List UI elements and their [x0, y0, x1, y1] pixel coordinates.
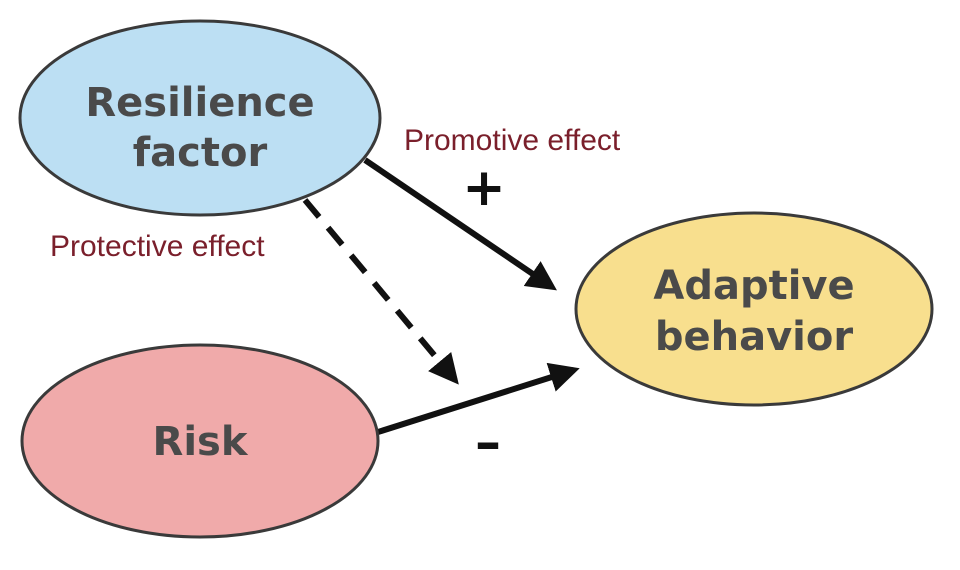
adaptive-behavior-label-line2: behavior	[655, 314, 853, 360]
resilience-factor-ellipse	[18, 19, 382, 217]
resilience-factor-label-line1: Resilience	[85, 80, 314, 126]
promotive-arrow	[363, 157, 557, 291]
risk-node: Risk	[20, 343, 380, 539]
promotive-plus-sign: +	[462, 158, 506, 218]
risk-minus-sign: –	[475, 413, 501, 473]
adaptive-behavior-node: Adaptive behavior	[574, 211, 934, 407]
adaptive-behavior-label-line1: Adaptive	[653, 263, 854, 309]
adaptive-behavior-ellipse	[574, 211, 934, 407]
risk-arrow	[377, 362, 580, 435]
promotive-effect-label: Promotive effect	[404, 124, 621, 157]
risk-label: Risk	[153, 419, 249, 465]
resilience-factor-label-line2: factor	[133, 130, 268, 176]
protective-arrow	[302, 198, 459, 385]
risk-ellipse	[20, 343, 380, 539]
resilience-factor-node: Resilience factor	[18, 19, 382, 217]
protective-effect-label: Protective effect	[50, 230, 265, 263]
